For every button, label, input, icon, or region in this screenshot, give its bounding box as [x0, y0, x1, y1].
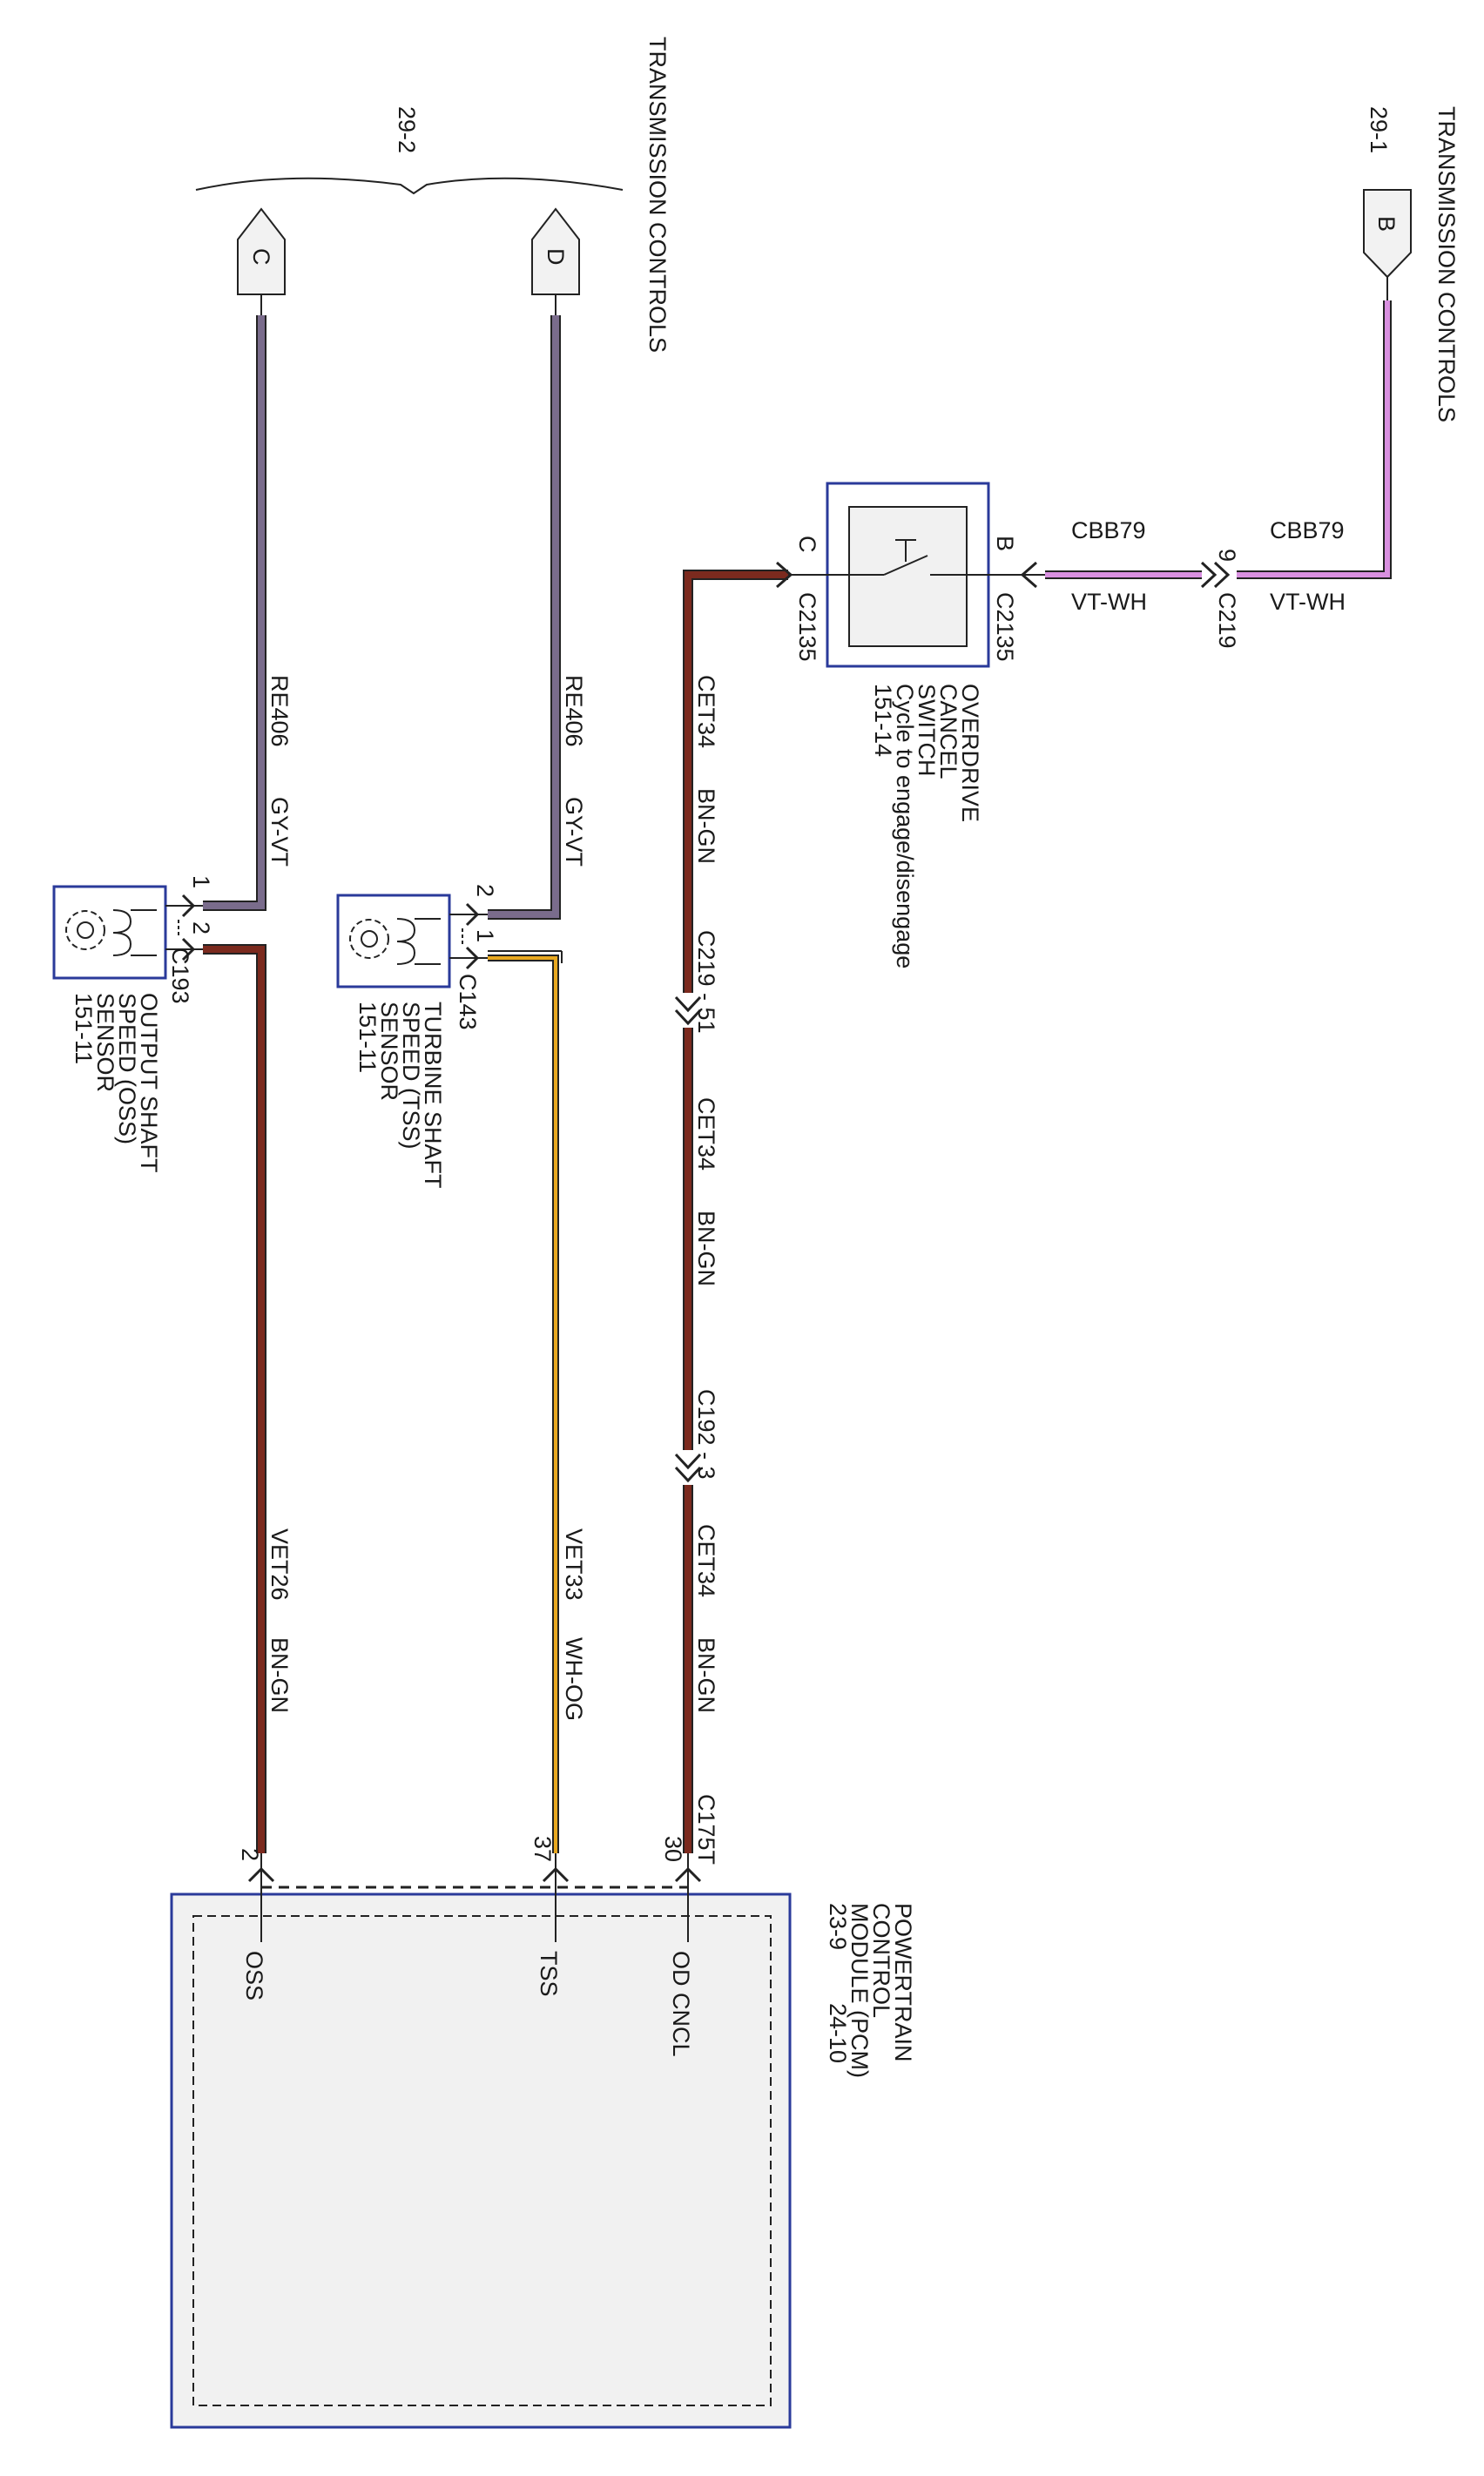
sheet-ref-29-1: 29-1 — [1366, 106, 1392, 153]
connector-b-label: B — [1373, 216, 1400, 232]
connector-c-label: C — [248, 248, 274, 266]
connector-b[interactable]: B — [1363, 189, 1412, 279]
oss-sensor[interactable] — [52, 885, 167, 980]
wire-power-seg1-circuit: CBB79 — [1270, 517, 1345, 543]
pcm-label-od: OD CNCL — [668, 1951, 694, 2057]
wire-od-seg2-color: BN-GN — [693, 1211, 719, 1286]
tss-coil-icon — [396, 918, 441, 965]
tss-sensor[interactable] — [336, 894, 451, 988]
inline-connector-c192-3-label: C192 - 3 — [693, 1389, 719, 1480]
wire-od-seg1[interactable] — [683, 570, 788, 993]
switch-pin-b-arrow — [1020, 561, 1037, 589]
inline-connector-c192-3[interactable] — [674, 1453, 702, 1483]
wire-od-seg3-circuit: CET34 — [693, 1524, 719, 1597]
wire-od-seg2-circuit: CET34 — [693, 1097, 719, 1171]
tss-gear-icon — [349, 919, 389, 959]
tss-ref: 151-11 — [354, 1002, 381, 1073]
wire-oss-return-circuit: VET26 — [266, 1528, 293, 1601]
pcm-name-2: CONTROL — [868, 1903, 894, 2018]
inline-connector-c219-pin: 9 — [1214, 549, 1240, 562]
switch-name-3: SWITCH — [914, 684, 940, 776]
switch-name-2: CANCEL — [935, 684, 961, 779]
pcm-pin-tss[interactable] — [542, 1853, 570, 1942]
wire-power-seg2-circuit: CBB79 — [1071, 517, 1146, 543]
wire-tss-signal-color: GY-VT — [561, 797, 587, 867]
pcm-pin-oss[interactable] — [247, 1853, 275, 1942]
oss-pin-2: 2 — [188, 921, 214, 934]
connector-d-label: D — [543, 248, 569, 266]
tss-connector: C143 — [455, 974, 481, 1030]
pcm-pin-od[interactable] — [674, 1853, 702, 1942]
tss-name-2: SPEED (TSS) — [398, 1002, 424, 1150]
wire-oss-signal-color: GY-VT — [266, 797, 293, 867]
pcm-ref-2: 24-10 — [825, 2003, 851, 2063]
pcm-name-1: POWERTRAIN — [890, 1903, 916, 2062]
switch-note: Cycle to engage/disengage — [892, 684, 918, 968]
connector-d[interactable]: D — [531, 207, 580, 295]
switch-connector-c: C2135 — [794, 592, 820, 662]
switch-ref: 151-14 — [870, 684, 896, 757]
oss-name-2: SPEED (OSS) — [114, 993, 140, 1144]
wire-tss-return-color: WH-OG — [561, 1637, 587, 1721]
wire-oss-return[interactable] — [203, 944, 266, 1853]
wire-oss-signal[interactable] — [203, 315, 266, 911]
inline-connector-c219-51-label: C219 - 51 — [693, 930, 719, 1034]
oss-ref: 151-11 — [71, 993, 97, 1064]
oss-name-3: SENSOR — [92, 993, 118, 1092]
pcm-pin-oss-number: 2 — [237, 1848, 263, 1861]
pcm-name-3: MODULE (PCM) — [847, 1903, 873, 2078]
pcm-label-tss: TSS — [536, 1951, 562, 1997]
wire-tss-signal[interactable] — [488, 315, 561, 920]
switch-name-1: OVERDRIVE — [957, 684, 983, 822]
sheet-title-transmission-controls-right: TRANSMISSION CONTROLS — [1433, 106, 1460, 422]
inline-connector-c175t-label: C175T — [693, 1794, 719, 1865]
wire-od-seg1-color: BN-GN — [693, 788, 719, 864]
oss-coil-icon — [112, 909, 157, 956]
wire-oss-return-color: BN-GN — [266, 1637, 293, 1713]
wire-tss-return-circuit: VET33 — [561, 1528, 587, 1601]
oss-connector: C193 — [167, 948, 193, 1004]
wire-power-seg1-color: VT-WH — [1270, 589, 1346, 615]
wire-power-seg2-color: VT-WH — [1071, 589, 1147, 615]
pcm-module[interactable] — [170, 1886, 792, 2429]
pcm-label-oss: OSS — [241, 1951, 267, 2000]
tss-pin-2: 2 — [472, 884, 498, 897]
wire-tss-return[interactable] — [488, 950, 563, 1853]
tss-name-1: TURBINE SHAFT — [420, 1002, 446, 1189]
inline-connector-c219[interactable] — [1200, 561, 1231, 589]
oss-pin-1: 1 — [188, 875, 214, 888]
wire-power-seg1[interactable] — [1237, 300, 1392, 579]
oss-gear-icon — [65, 910, 105, 950]
sheet-ref-29-2: 29-2 — [394, 106, 420, 153]
tss-name-3: SENSOR — [376, 1002, 402, 1101]
inline-connector-c219-51[interactable] — [674, 995, 702, 1026]
switch-pin-b: B — [992, 536, 1018, 551]
connector-c[interactable]: C — [237, 207, 286, 295]
oss-name-1: OUTPUT SHAFT — [136, 993, 162, 1173]
switch-pin-c: C — [794, 536, 820, 553]
switch-pin-c-arrow — [776, 561, 793, 589]
sheet-title-transmission-controls-left: TRANSMISSION CONTROLS — [644, 37, 671, 353]
pcm-pin-tss-number: 37 — [530, 1836, 556, 1862]
pcm-pin-od-number: 30 — [660, 1836, 686, 1862]
wire-tss-signal-circuit: RE406 — [561, 675, 587, 747]
sheet-ref-brace — [195, 177, 624, 195]
overdrive-cancel-switch[interactable] — [826, 482, 990, 668]
wire-oss-signal-circuit: RE406 — [266, 675, 293, 747]
wire-od-seg3-color: BN-GN — [693, 1637, 719, 1713]
wire-od-seg1-circuit: CET34 — [693, 675, 719, 748]
inline-connector-c219-label: C219 — [1214, 592, 1240, 649]
pcm-ref-1: 23-9 — [825, 1903, 851, 1950]
switch-connector-b: C2135 — [992, 592, 1018, 662]
tss-pin-1: 1 — [472, 929, 498, 942]
